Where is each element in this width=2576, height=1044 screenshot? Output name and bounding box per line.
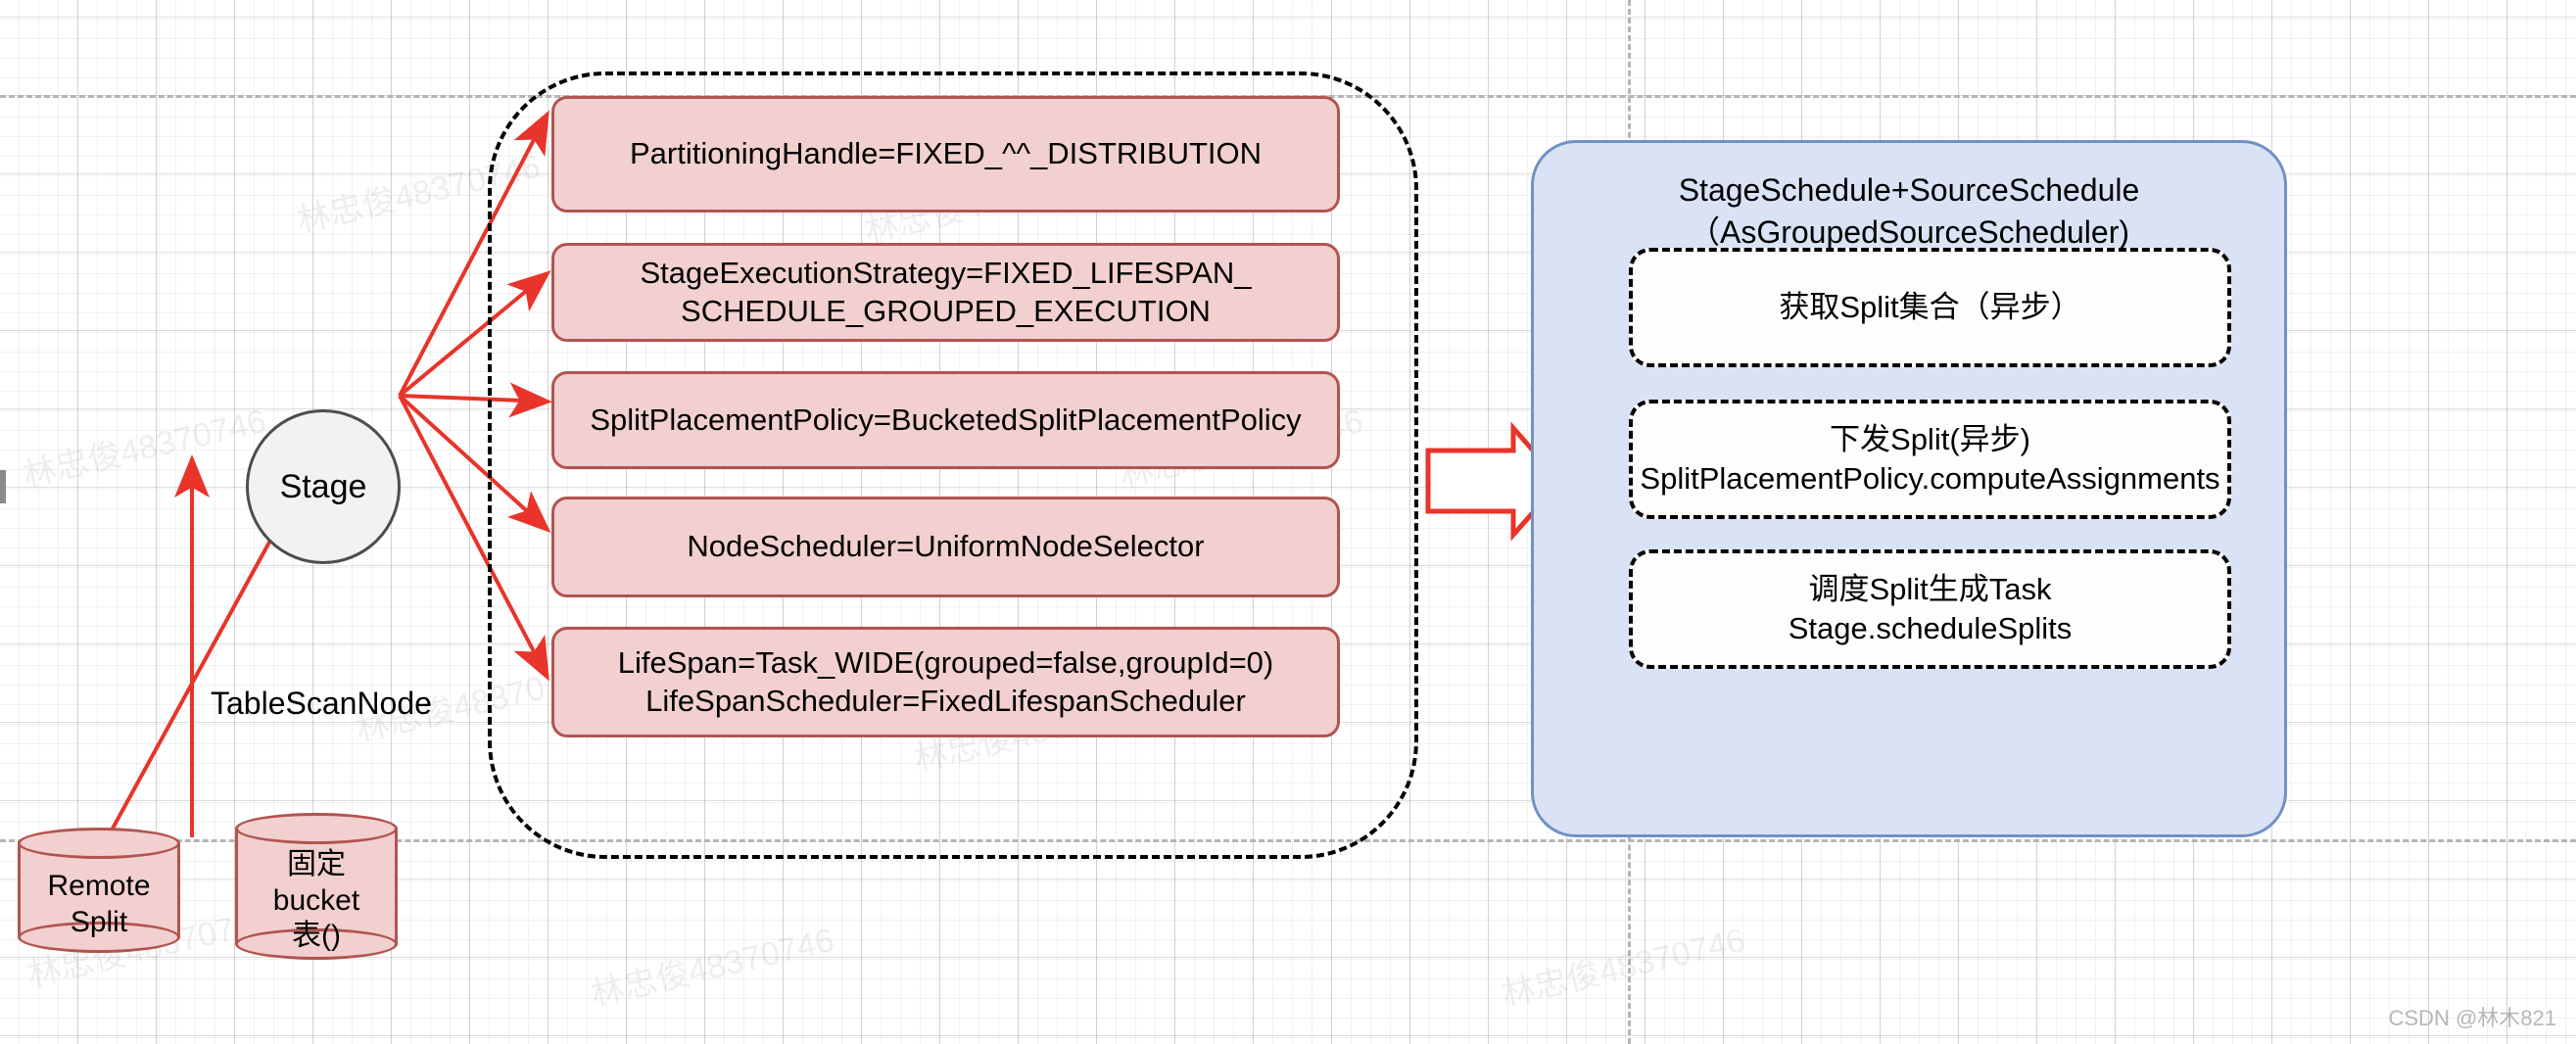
attribute-box-lifespan[interactable]: LifeSpan=Task_WIDE(grouped=false,groupId… xyxy=(551,627,1340,737)
scheduler-step-dispatch-split[interactable]: 下发Split(异步) SplitPlacementPolicy.compute… xyxy=(1629,400,2231,519)
watermark-text: 林忠俊48370746 xyxy=(587,921,838,1014)
cylinder-body xyxy=(235,829,398,944)
edge-label-tablescannode: TableScanNode xyxy=(211,686,432,721)
cylinder-top xyxy=(18,828,180,859)
page-break-horizontal-bottom xyxy=(0,839,2576,842)
stage-node-label: Stage xyxy=(279,467,367,505)
attribute-box-partitioning-handle[interactable]: PartitioningHandle=FIXED_^^_DISTRIBUTION xyxy=(551,96,1340,213)
watermark-text: 林忠俊48370746 xyxy=(19,402,270,495)
scheduler-step-label: 调度Split生成Task Stage.scheduleSplits xyxy=(1788,571,2073,645)
scheduler-step-label: 获取Split集合（异步） xyxy=(1779,289,2081,324)
attribute-label: StageExecutionStrategy=FIXED_LIFESPAN_ S… xyxy=(640,255,1252,328)
scheduler-step-get-split-set[interactable]: 获取Split集合（异步） xyxy=(1629,248,2231,367)
left-edge-marker xyxy=(0,470,6,503)
watermark-text: 林忠俊48370746 xyxy=(1498,921,1749,1014)
attribute-label: LifeSpan=Task_WIDE(grouped=false,groupId… xyxy=(617,644,1274,718)
stage-attributes-group xyxy=(488,71,1418,859)
cylinder-bottom xyxy=(18,922,180,953)
scheduler-step-schedule-split-task[interactable]: 调度Split生成Task Stage.scheduleSplits xyxy=(1629,549,2231,669)
scheduler-step-label: 下发Split(异步) SplitPlacementPolicy.compute… xyxy=(1640,421,2220,496)
attribute-label: SplitPlacementPolicy=BucketedSplitPlacem… xyxy=(590,402,1302,437)
csdn-watermark: CSDN @林木821 xyxy=(2388,1006,2557,1030)
cylinder-top xyxy=(235,813,398,844)
source-cylinder-remote-split[interactable]: Remote Split xyxy=(18,828,180,953)
source-cylinder-fixed-bucket-table[interactable]: 固定 bucket 表() xyxy=(235,813,398,960)
cylinder-bottom xyxy=(235,928,398,960)
attribute-label: NodeScheduler=UniformNodeSelector xyxy=(687,529,1205,564)
scheduler-panel: StageSchedule+SourceSchedule （AsGroupedS… xyxy=(1531,140,2287,837)
attribute-box-split-placement-policy[interactable]: SplitPlacementPolicy=BucketedSplitPlacem… xyxy=(551,371,1340,469)
attribute-label: PartitioningHandle=FIXED_^^_DISTRIBUTION xyxy=(629,136,1263,171)
stage-node[interactable]: Stage xyxy=(246,409,401,564)
attribute-box-stage-execution-strategy[interactable]: StageExecutionStrategy=FIXED_LIFESPAN_ S… xyxy=(551,243,1340,342)
attribute-box-node-scheduler[interactable]: NodeScheduler=UniformNodeSelector xyxy=(551,497,1340,597)
source-cylinder-label: Remote Split xyxy=(47,870,151,938)
source-cylinder-label: 固定 bucket 表() xyxy=(272,848,360,953)
scheduler-panel-title: StageSchedule+SourceSchedule （AsGroupedS… xyxy=(1678,172,2140,251)
